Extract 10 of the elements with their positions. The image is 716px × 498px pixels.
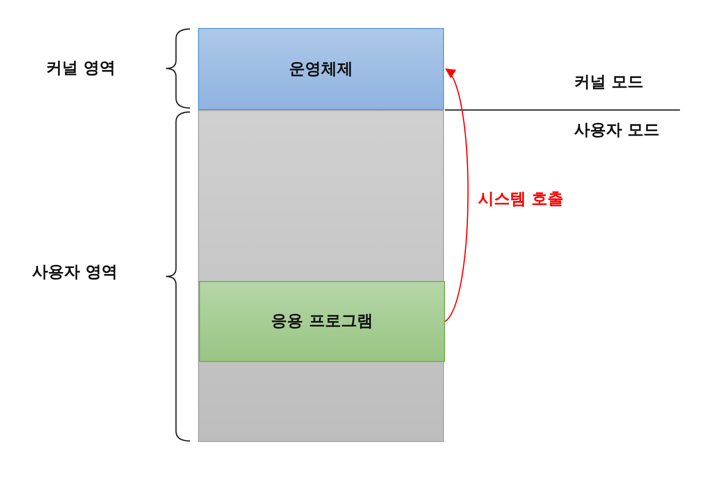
region-caption: 사용자 영역 [32, 262, 118, 283]
region-label: 응용 프로그램 [271, 311, 373, 332]
memory-region-box [198, 110, 444, 442]
region-label: 운영체제 [289, 58, 353, 80]
mode-label: 사용자 모드 [574, 120, 660, 141]
arrow [444, 68, 469, 322]
memory-region-box [199, 281, 445, 362]
mode-label: 커널 모드 [574, 72, 644, 93]
region-caption: 커널 영역 [46, 58, 116, 79]
memory-region-box [198, 28, 444, 110]
